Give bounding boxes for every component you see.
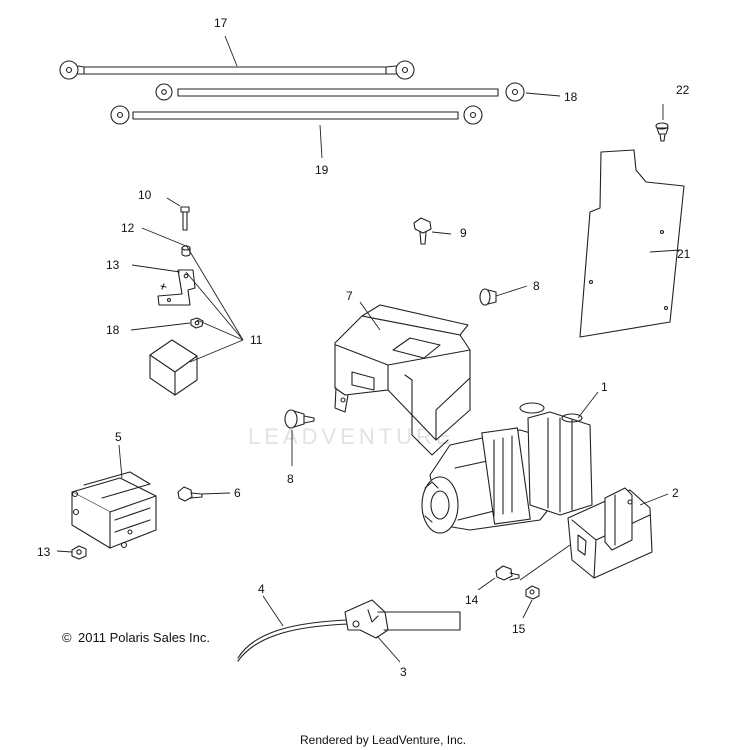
callout-6: 6 [234,486,241,500]
hook-3[interactable] [344,599,461,639]
bolt-6[interactable] [177,486,203,502]
callout-18: 18 [106,323,120,337]
callout-15: 14 [465,593,479,607]
footer-credit: Rendered by LeadVenture, Inc. [300,733,466,747]
winch-1[interactable] [421,402,593,534]
nut-14[interactable] [71,545,87,560]
nut-18[interactable] [190,317,204,329]
callout-4: 4 [258,582,265,596]
bracket-13[interactable] [157,269,196,306]
mount-7[interactable] [334,304,471,456]
pushpin-8-lower[interactable] [284,409,315,429]
relay-module-5[interactable] [71,471,157,549]
callout-8-lower: 8 [287,472,294,486]
bolt-10[interactable] [180,206,190,231]
callout-19: 18 [564,90,578,104]
callout-14: 13 [37,545,51,559]
callout-11: 11 [250,333,263,347]
callout-17: 17 [214,16,228,30]
rod-20[interactable] [110,105,483,125]
callout-labels: 17 18 19 22 21 10 12 13 18 11 9 8 8 7 1 … [37,16,691,679]
cable-4[interactable] [237,619,349,662]
nut-16[interactable] [525,585,540,600]
winch-mount-2[interactable] [567,487,653,579]
copyright-symbol: © [62,630,72,645]
callout-22: 22 [676,83,690,97]
callout-20: 19 [315,163,329,177]
callout-9: 9 [460,226,467,240]
copyright-notice: © 2011 Polaris Sales Inc. [62,630,210,645]
watermark-text: LEADVENTURE [248,424,455,449]
leader-lines [56,35,681,663]
rod-19[interactable] [155,82,525,102]
bolt-15[interactable] [495,565,520,581]
bolt-9[interactable] [413,217,432,245]
callout-5: 5 [115,430,122,444]
callout-12: 12 [121,221,135,235]
spacer-12[interactable] [181,245,191,257]
rivet-22[interactable] [655,122,669,142]
module-box-11[interactable] [149,339,198,396]
rod-17[interactable] [59,60,415,80]
callout-13: 13 [106,258,120,272]
panel-21[interactable] [579,149,685,338]
callout-3: 3 [400,665,407,679]
copyright-text: 2011 Polaris Sales Inc. [78,630,210,645]
callout-21: 21 [677,247,691,261]
callout-2: 2 [672,486,679,500]
callout-8-upper: 8 [533,279,540,293]
callout-1: 1 [601,380,608,394]
callout-7: 7 [346,289,353,303]
callout-16: 15 [512,622,526,636]
callout-10: 10 [138,188,152,202]
pushpin-8-upper[interactable] [479,288,497,306]
